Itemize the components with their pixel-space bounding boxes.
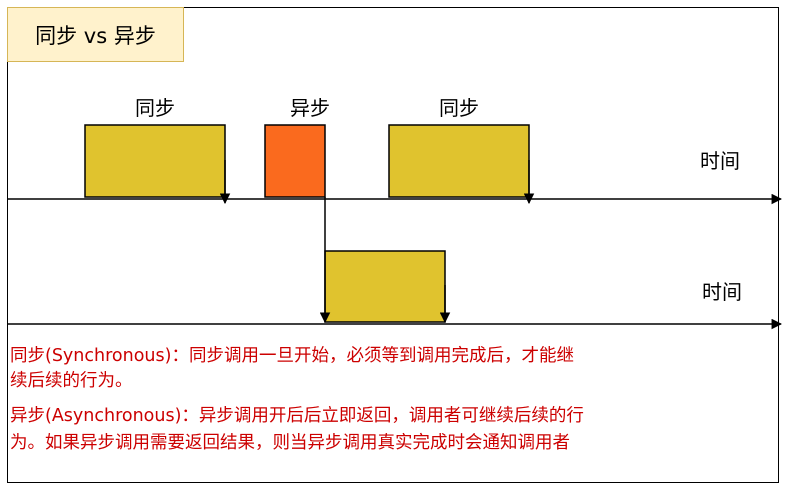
async-definition-line-2: 为。如果异步调用需要返回结果，则当异步调用真实完成时会通知调用者 <box>10 433 570 453</box>
sync-definition-line-2: 续后续的行为。 <box>10 371 133 391</box>
time-label-top: 时间 <box>700 149 740 173</box>
diagram-title: 同步 vs 异步 <box>7 7 184 62</box>
diagram-frame <box>7 7 779 483</box>
async-label: 异步 <box>290 96 330 120</box>
sync-definition-line-1: 同步(Synchronous)：同步调用一旦开始，必须等到调用完成后，才能继 <box>10 346 574 366</box>
sync-label-2: 同步 <box>439 96 479 120</box>
sync-block-1 <box>84 124 226 198</box>
async-block <box>264 124 326 198</box>
async-work-block <box>324 250 446 323</box>
time-label-bottom: 时间 <box>702 280 742 304</box>
async-definition-line-1: 异步(Asynchronous)：异步调用开后后立即返回，调用者可继续后续的行 <box>10 406 584 426</box>
sync-block-2 <box>388 124 530 198</box>
sync-label-1: 同步 <box>135 96 175 120</box>
